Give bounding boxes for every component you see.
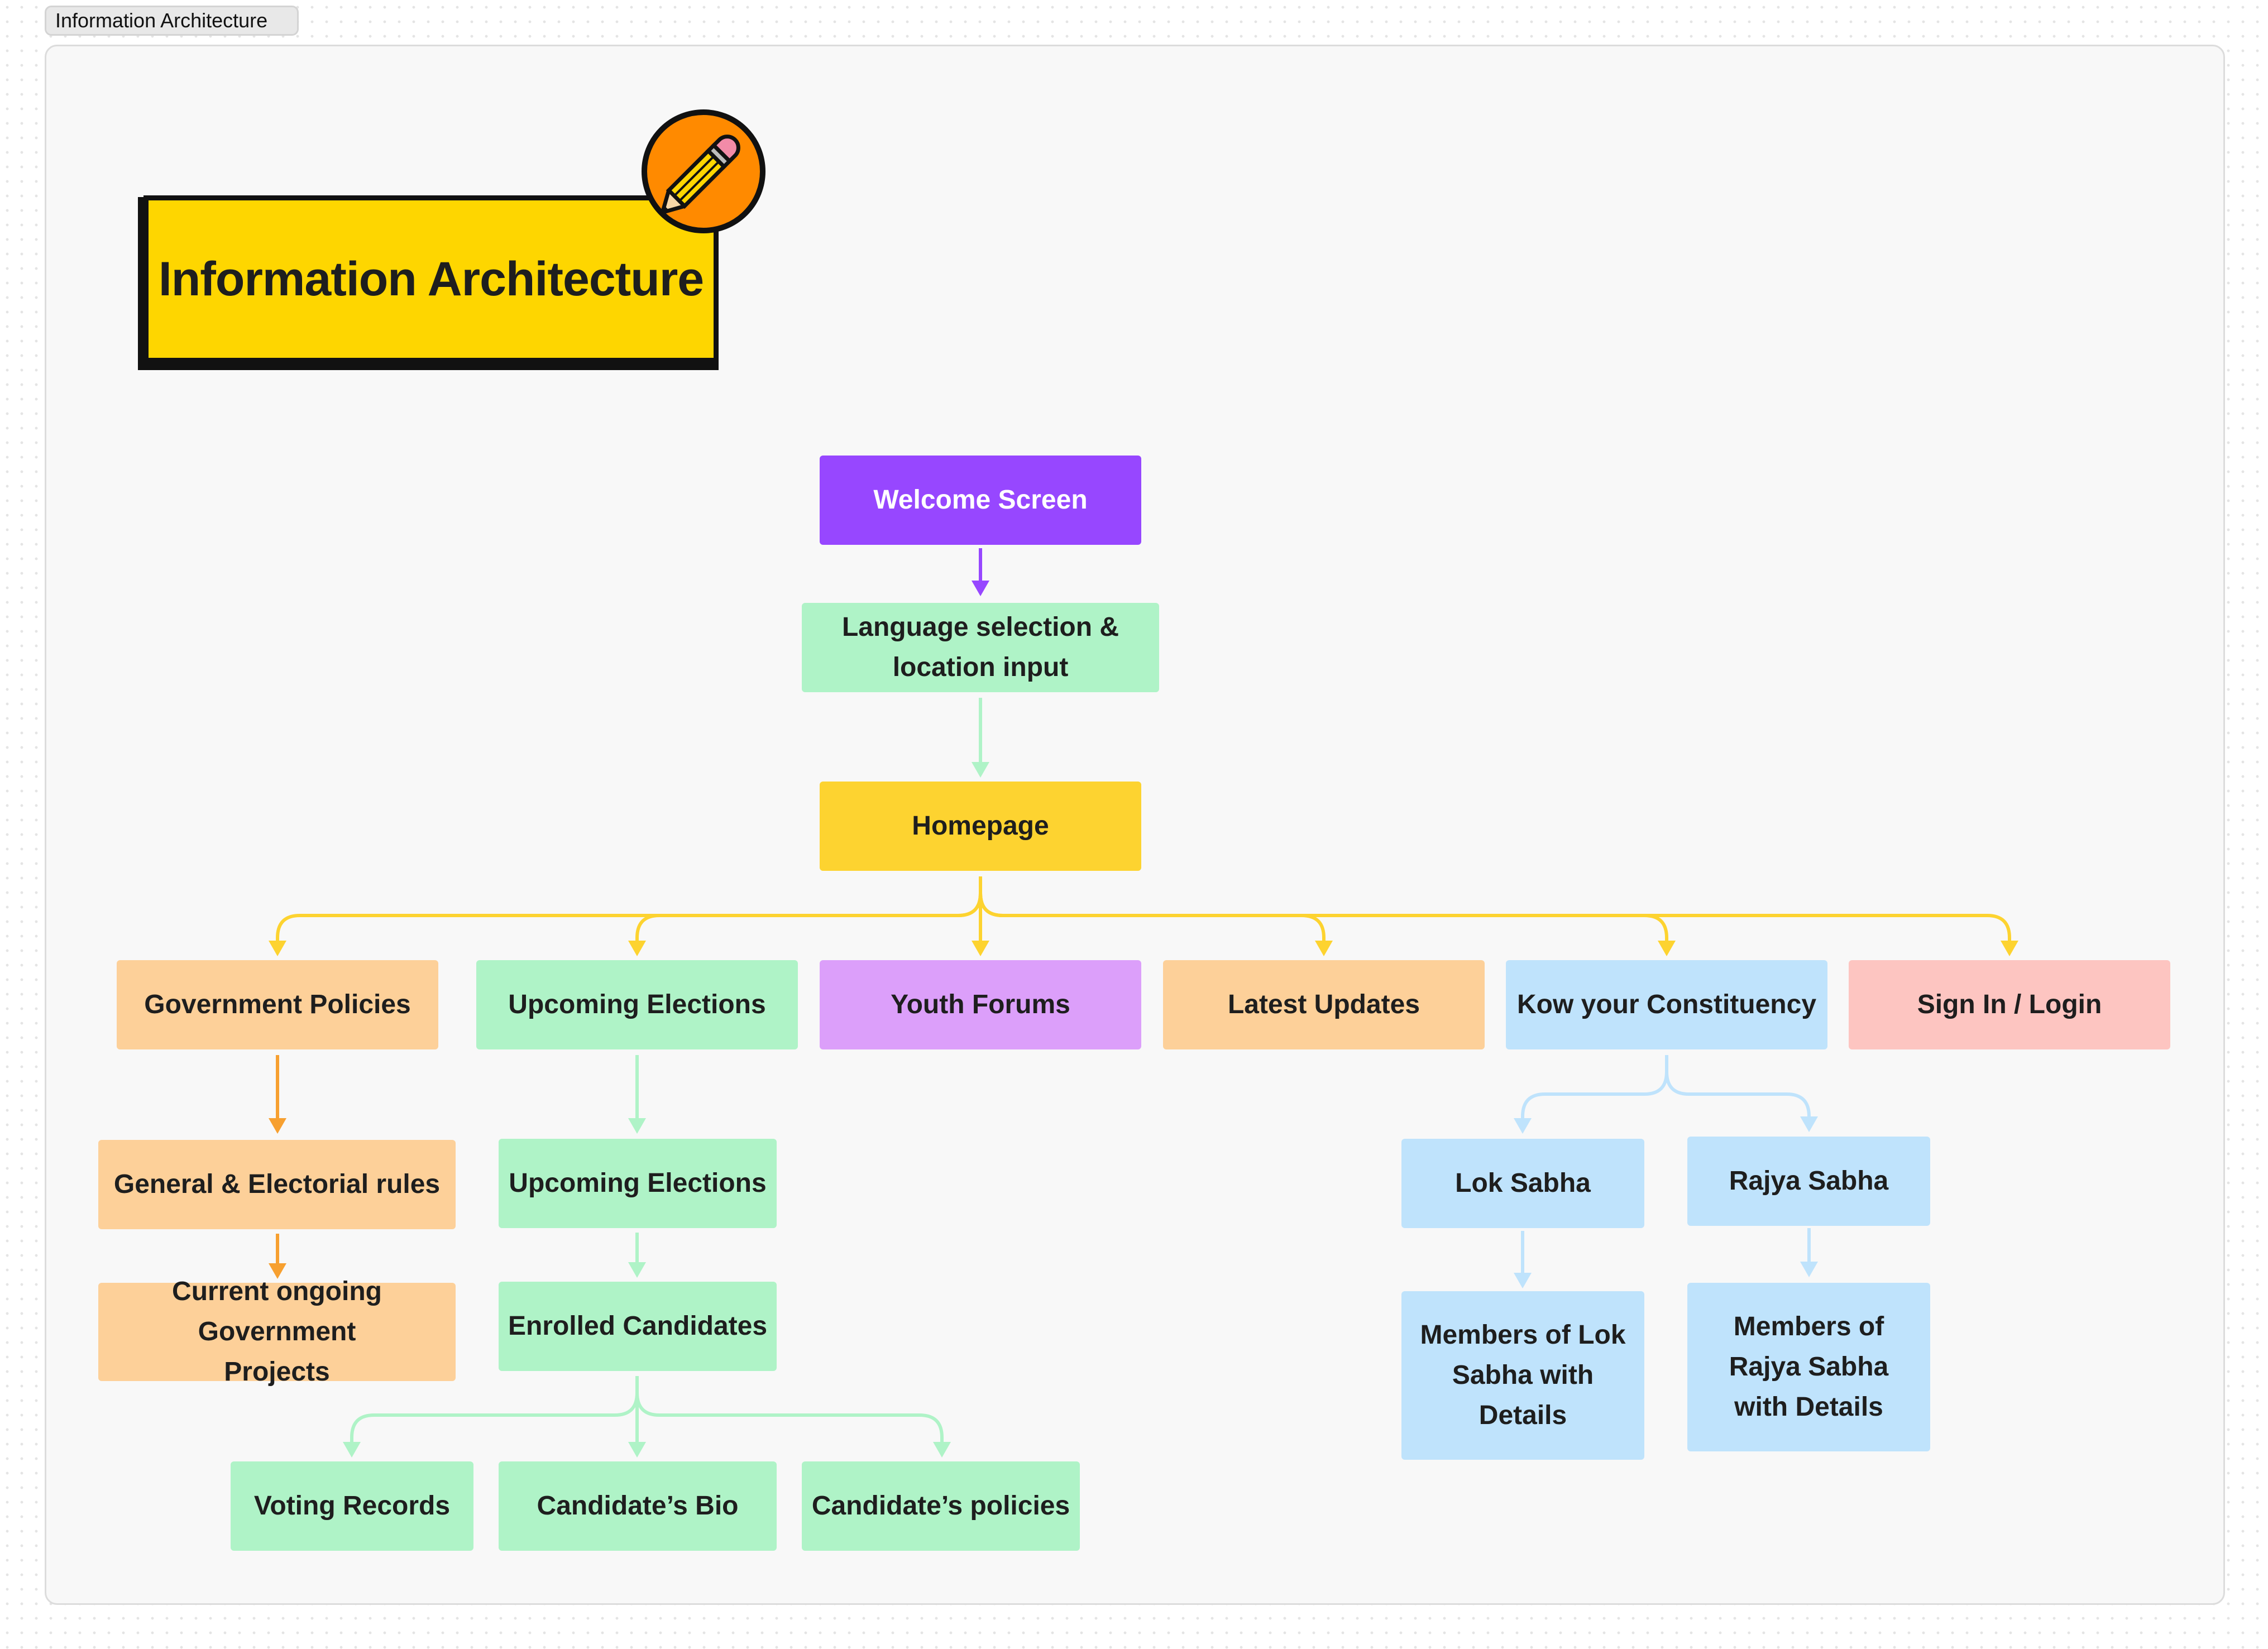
node-rajya-sabha-members[interactable]: Members of Rajya Sabha with Details (1687, 1283, 1930, 1451)
node-enrolled-candidates[interactable]: Enrolled Candidates (499, 1282, 777, 1371)
node-youth-forums[interactable]: Youth Forums (820, 960, 1141, 1049)
node-latest-updates[interactable]: Latest Updates (1163, 960, 1485, 1049)
node-language-selection[interactable]: Language selection & location input (802, 603, 1159, 692)
node-upcoming-elections[interactable]: Upcoming Elections (476, 960, 798, 1049)
node-candidate-bio[interactable]: Candidate’s Bio (499, 1461, 777, 1551)
diagram-title: Information Architecture (143, 195, 719, 363)
node-candidate-policies[interactable]: Candidate’s policies (802, 1461, 1080, 1551)
node-lok-sabha-members[interactable]: Members of Lok Sabha with Details (1401, 1291, 1644, 1460)
node-constituency[interactable]: Kow your Constituency (1506, 960, 1827, 1049)
pencil-icon (642, 109, 765, 233)
node-government-projects[interactable]: Current ongoing Government Projects (98, 1277, 456, 1387)
frame-label[interactable]: Information Architecture (45, 6, 299, 36)
node-voting-records[interactable]: Voting Records (231, 1461, 473, 1551)
node-electoral-rules[interactable]: General & Electorial rules (98, 1140, 456, 1229)
node-rajya-sabha[interactable]: Rajya Sabha (1687, 1137, 1930, 1226)
node-lok-sabha[interactable]: Lok Sabha (1401, 1139, 1644, 1228)
node-homepage[interactable]: Homepage (820, 782, 1141, 871)
node-welcome-screen[interactable]: Welcome Screen (820, 456, 1141, 545)
node-sign-in[interactable]: Sign In / Login (1849, 960, 2170, 1049)
node-government-policies[interactable]: Government Policies (117, 960, 438, 1049)
node-upcoming-elections-sub[interactable]: Upcoming Elections (499, 1139, 777, 1228)
